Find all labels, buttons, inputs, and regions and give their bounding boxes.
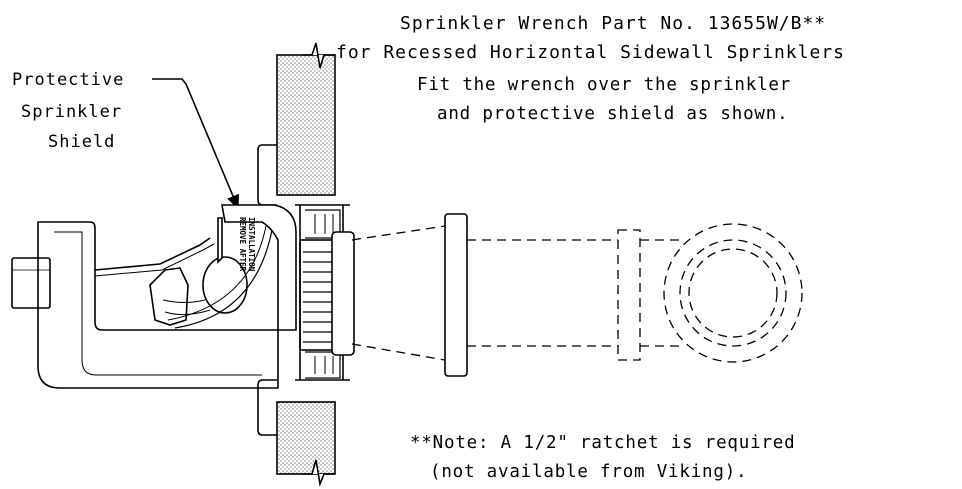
callout-label-line-3: Shield <box>48 132 115 152</box>
shield-tag: REMOVE AFTER INSTALLATION <box>238 217 256 272</box>
callout-leader-arrow <box>152 78 239 210</box>
threaded-inlet <box>299 209 355 379</box>
note-line-2: (not available from Viking). <box>430 462 747 482</box>
note-line-1: **Note: A 1/2" ratchet is required <box>410 433 795 453</box>
protective-shield <box>167 204 297 331</box>
callout-label-line-1: Protective <box>12 70 124 90</box>
sprinkler-wrench-dashed-outline <box>351 213 803 377</box>
shield-tag-line-2: INSTALLATION <box>247 217 256 272</box>
wall-section-lower <box>276 401 336 487</box>
callout-label-line-2: Sprinkler <box>21 102 122 122</box>
instruction-line-2: and protective shield as shown. <box>437 104 788 124</box>
diagram-subtitle: for Recessed Horizontal Sidewall Sprinkl… <box>336 42 845 63</box>
instruction-line-1: Fit the wrench over the sprinkler <box>417 75 791 95</box>
sprinkler-body <box>11 221 279 389</box>
wall-section-upper <box>276 42 336 196</box>
shield-tag-line-1: REMOVE AFTER <box>238 217 247 272</box>
diagram-title: Sprinkler Wrench Part No. 13655W/B** <box>400 13 826 34</box>
